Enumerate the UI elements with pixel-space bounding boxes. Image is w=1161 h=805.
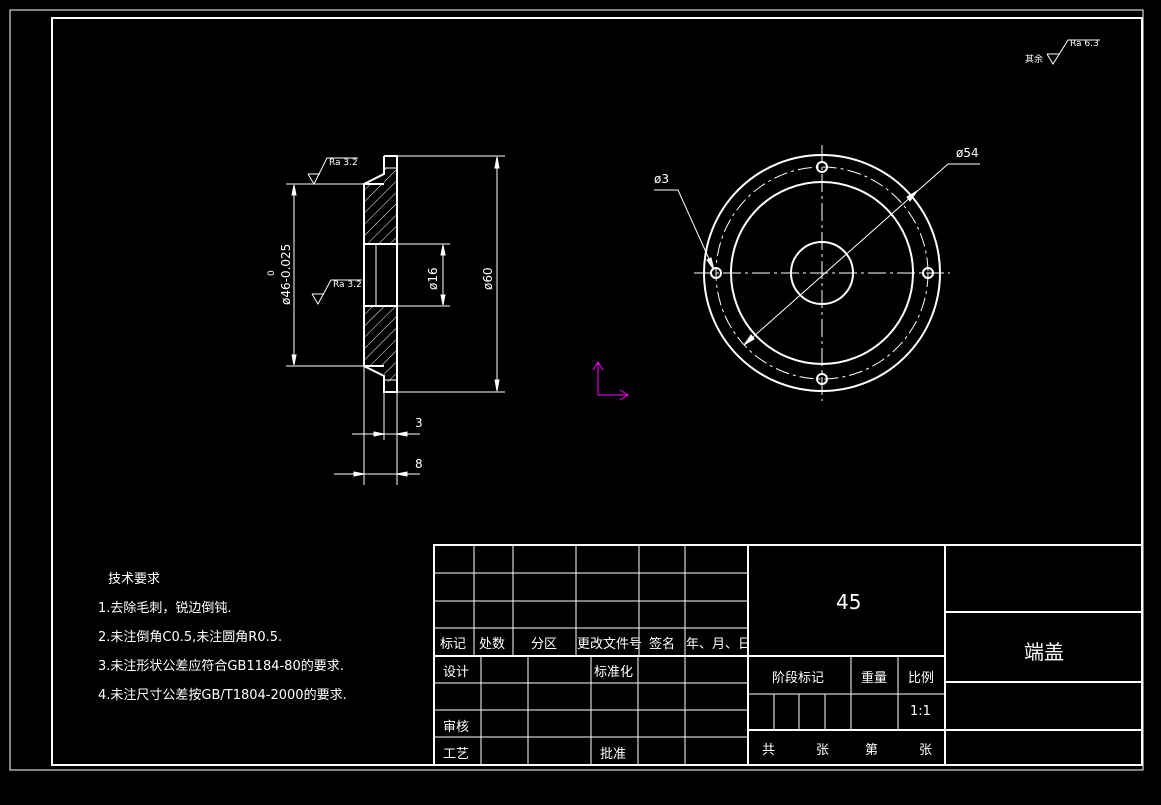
sheet-unit-label: 张 — [919, 743, 933, 758]
header-count: 处数 — [479, 637, 506, 652]
dim-hub-diameter: ø46-0.025 — [279, 243, 293, 305]
inner-border — [51, 17, 1143, 766]
section-outline — [363, 155, 398, 393]
scale-value: 1:1 — [910, 704, 931, 719]
dim-outer-54: ø54 — [956, 146, 979, 160]
standardize-label: 标准化 — [594, 665, 634, 680]
sheet-no-label: 第 — [865, 743, 879, 758]
dim-outer-diameter: ø60 — [481, 267, 495, 290]
dim-width-total: 8 — [415, 457, 423, 471]
process-label: 工艺 — [443, 747, 470, 762]
tech-requirement-1: 1.去除毛刺，锐边倒钝. — [98, 601, 232, 616]
dim-bore-diameter: ø16 — [426, 267, 440, 290]
title-block-grid — [433, 544, 1143, 766]
material-value: 45 — [836, 590, 862, 614]
tech-requirement-3: 3.未注形状公差应符合GB1184-80的要求. — [98, 659, 344, 674]
header-zone: 分区 — [531, 637, 558, 652]
hatch-flange-bottom — [384, 366, 397, 382]
stage-mark-label: 阶段标记 — [772, 671, 825, 686]
ucs-icon — [592, 361, 629, 401]
general-roughness-prefix: 其余 — [1025, 55, 1044, 65]
tech-requirement-4: 4.未注尺寸公差按GB/T1804-2000的要求. — [98, 688, 347, 703]
design-label: 设计 — [443, 665, 470, 680]
dim-width-small: 3 — [415, 416, 423, 430]
hatch-upper — [364, 184, 397, 244]
scale-label: 比例 — [908, 671, 935, 686]
review-label: 审核 — [443, 720, 470, 735]
roughness-bore-label: Ra 3.2 — [333, 280, 362, 290]
header-mark: 标记 — [440, 637, 467, 652]
roughness-top-label: Ra 3.2 — [329, 158, 358, 168]
sheets-label: 张 — [816, 743, 830, 758]
hatch-lower — [364, 306, 397, 366]
weight-label: 重量 — [861, 671, 888, 686]
header-signature: 签名 — [649, 637, 676, 652]
approve-label: 批准 — [600, 747, 627, 762]
header-date: 年、月、日 — [686, 637, 747, 652]
general-roughness-symbol — [1046, 39, 1100, 65]
dim-hub-upper-tolerance: 0 — [267, 270, 277, 276]
part-name: 端盖 — [1024, 640, 1064, 664]
total-label: 共 — [762, 743, 776, 758]
hatch-flange-top — [384, 168, 397, 184]
header-change-doc: 更改文件号 — [577, 637, 643, 652]
tech-requirement-2: 2.未注倒角C0.5,未注圆角R0.5. — [98, 630, 283, 645]
tech-requirements-title: 技术要求 — [108, 572, 161, 587]
section-view — [286, 155, 505, 485]
dim-hole-diameter: ø3 — [654, 172, 669, 186]
general-roughness-value: Ra 6.3 — [1070, 39, 1099, 49]
front-view — [654, 145, 980, 401]
